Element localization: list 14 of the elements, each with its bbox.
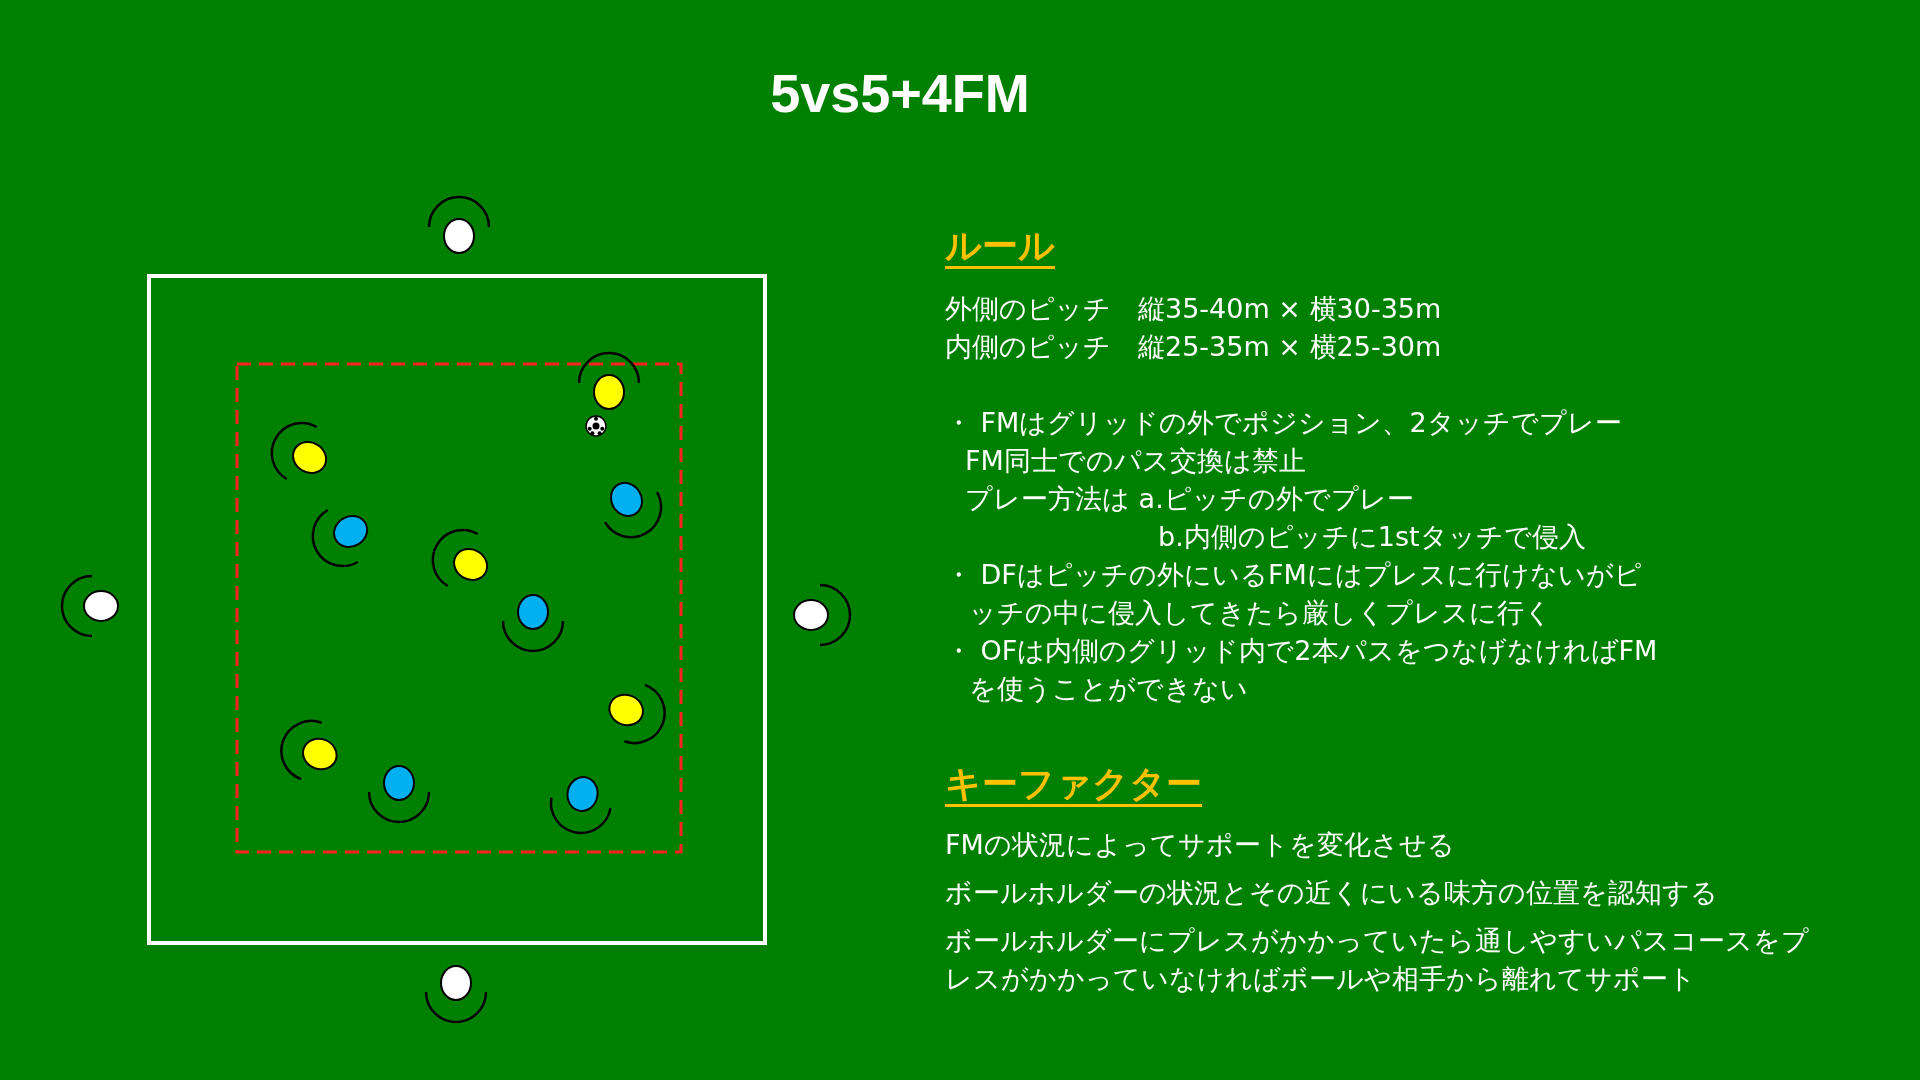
title: 5vs5+4FM bbox=[769, 62, 1031, 124]
rule-text: 外側のピッチ 縦35-40m × 横30-35m bbox=[945, 292, 1442, 326]
rule-text: FM同士でのパス交換は禁止 bbox=[965, 444, 1306, 478]
rule-text: b.内側のピッチに1stタッチで侵入 bbox=[1158, 520, 1586, 554]
key-factor-text: ボールホルダーにプレスがかかっていたら通しやすいパスコースをプレスがかかっていなければボールや相手から離れてサポート bbox=[945, 924, 1810, 996]
rule-text: ・ OFは内側のグリッド内で2本パスをつなげなければFMを使うことができない bbox=[945, 634, 1659, 706]
rule-text: 内側のピッチ 縦25-35m × 横25-30m bbox=[945, 330, 1442, 364]
section-heading: キーファクター bbox=[945, 762, 1202, 806]
key-factor-text: FMの状況によってサポートを変化させる bbox=[945, 828, 1455, 862]
rule-text: ・ DFはピッチの外にいるFMにはプレスに行けないがピッチの中に侵入してきたら厳しくプレスに行く bbox=[945, 558, 1643, 630]
section-heading: ルール bbox=[945, 224, 1055, 268]
rule-text: ・ FMはグリッドの外でポジション、2タッチでプレー bbox=[945, 406, 1622, 440]
rule-text: プレー方法は a.ピッチの外でプレー bbox=[965, 482, 1414, 516]
key-factor-text: ボールホルダーの状況とその近くにいる味方の位置を認知する bbox=[945, 876, 1718, 910]
